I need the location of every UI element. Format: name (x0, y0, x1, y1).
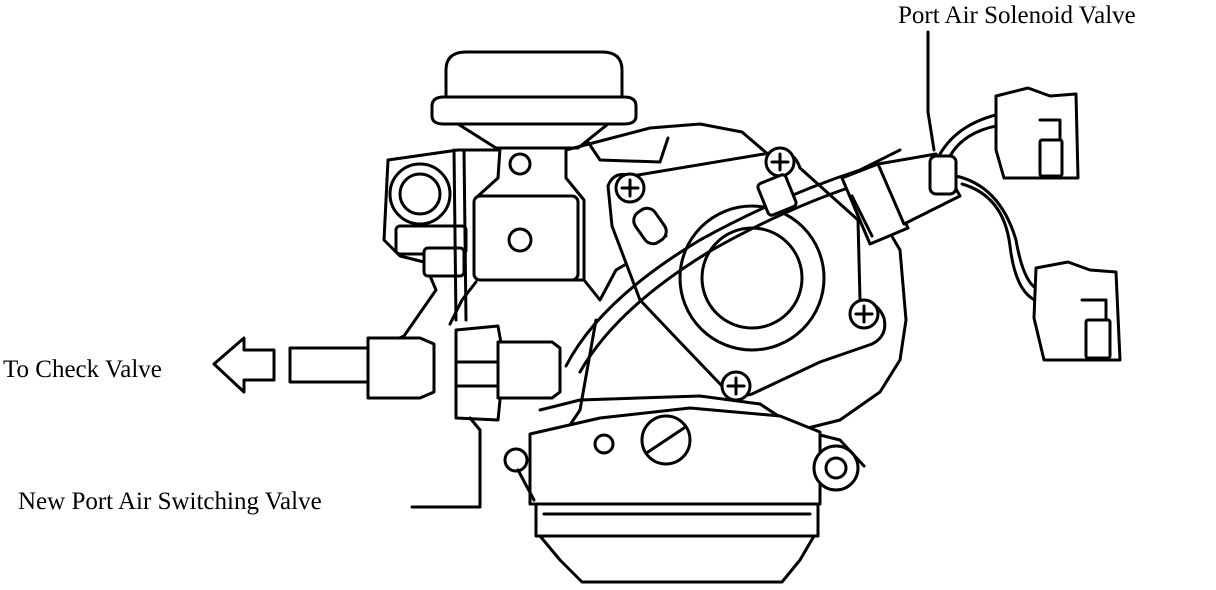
connector-upper (994, 86, 1080, 180)
port-air-solenoid-valve-label: Port Air Solenoid Valve (898, 2, 1136, 29)
leader-solenoid (926, 30, 936, 152)
screw-bottom (720, 370, 752, 402)
solenoid-valve (840, 152, 962, 246)
vacuum-hose (564, 148, 908, 374)
switching-valve (288, 324, 562, 422)
screw-top (764, 146, 796, 178)
cover-flange (606, 150, 887, 398)
to-check-valve-label: To Check Valve (3, 356, 162, 383)
screw-right (848, 298, 880, 330)
float-bowl (503, 406, 860, 584)
arrow-to-check-valve (212, 336, 276, 394)
diaphragm-cap (430, 50, 638, 150)
new-port-air-switching-valve-label: New Port Air Switching Valve (18, 488, 322, 515)
screw-top-left (614, 172, 646, 204)
center-block (452, 148, 580, 322)
leader-switching (410, 416, 482, 509)
connector-lower (1032, 260, 1122, 362)
